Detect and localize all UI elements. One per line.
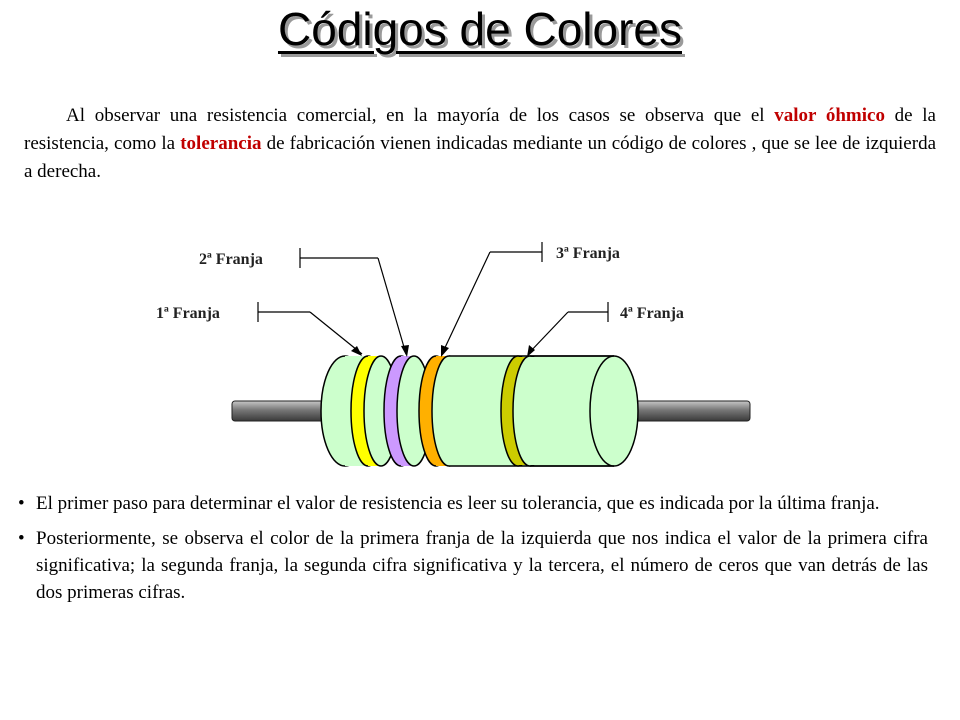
leader-lines [257, 242, 609, 355]
bullet-item-2: • Posteriormente, se observa el color de … [18, 525, 928, 606]
label-band-2: 2ª Franja [199, 251, 263, 268]
label-band-3: 3ª Franja [556, 245, 620, 262]
resistor-right-cap [589, 355, 639, 467]
highlight-tolerancia: tolerancia [180, 133, 262, 154]
bullet-text-2: Posteriormente, se observa el color de l… [36, 528, 928, 603]
intro-text-2: de la resistencia, como la [24, 105, 936, 154]
right-lead [619, 400, 751, 422]
intro-text-1: Al observar una resistencia comercial, e… [66, 105, 775, 126]
bullet-glyph: • [18, 528, 25, 549]
bullet-text-1: El primer paso para determinar el valor … [36, 493, 880, 514]
intro-text-3: de fabricación vienen indicadas mediante… [24, 133, 937, 182]
label-band-1: 1ª Franja [156, 305, 220, 322]
page-title: Códigos de Colores [277, 3, 682, 55]
bullet-item-1: • El primer paso para determinar el valor… [18, 490, 928, 517]
bullet-list: • El primer paso para determinar el valor… [18, 490, 928, 614]
bullet-glyph: • [18, 493, 25, 514]
leader-arrowheads [351, 345, 535, 357]
intro-paragraph: Al observar una resistencia comercial, e… [24, 102, 936, 186]
highlight-valor-ohmico: valor óhmico [774, 105, 885, 126]
label-band-4: 4ª Franja [620, 305, 684, 322]
